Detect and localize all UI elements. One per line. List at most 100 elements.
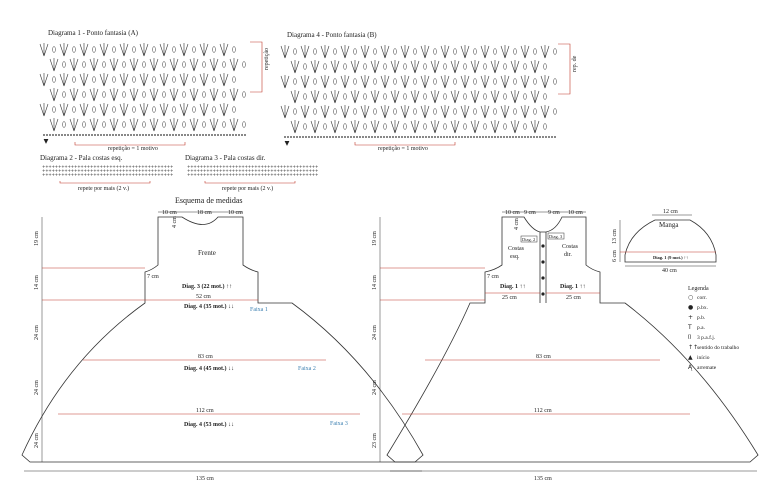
stitch-sc: + xyxy=(100,172,103,177)
stitch-sc: + xyxy=(164,172,167,177)
stitch-cluster xyxy=(493,48,497,55)
stitch-sc: + xyxy=(122,168,125,173)
stitch-cluster xyxy=(403,93,407,100)
stitch-sc: + xyxy=(267,164,270,169)
stitch-sc: + xyxy=(267,168,270,173)
stitch-chain xyxy=(458,136,460,138)
legend-text: início xyxy=(697,355,710,361)
stitch-chain xyxy=(97,134,99,136)
front-armhole: 7 cm xyxy=(147,274,159,280)
stitch-fan xyxy=(380,45,390,59)
stitch-cluster xyxy=(222,91,226,98)
front-diag4c: Diag. 4 (53 mot.) ↓↓ xyxy=(184,421,234,428)
stitch-fan xyxy=(520,45,530,59)
stitch-chain xyxy=(425,136,427,138)
stitch-sc: + xyxy=(135,172,138,177)
stitch-sc: + xyxy=(128,164,131,169)
stitch-fan xyxy=(169,88,179,102)
stitch-sc: + xyxy=(273,168,276,173)
stitch-fan xyxy=(169,58,179,72)
stitch-cluster xyxy=(483,123,487,130)
stitch-chain xyxy=(284,136,286,138)
stitch-chain xyxy=(172,134,174,136)
stitch-sc: + xyxy=(116,168,119,173)
stitch-fan xyxy=(390,120,400,134)
stitch-chain xyxy=(542,136,544,138)
stitch-fan xyxy=(199,73,209,87)
stitch-chain xyxy=(512,136,514,138)
stitch-chain xyxy=(401,136,403,138)
stitch-sc: + xyxy=(235,168,238,173)
stitch-cluster xyxy=(212,46,216,53)
back-side-dim-2: 14 cm xyxy=(372,275,378,290)
stitch-sc: + xyxy=(106,168,109,173)
stitch-fan xyxy=(410,120,420,134)
stitch-fan xyxy=(360,75,370,89)
stitch-sc: + xyxy=(96,168,99,173)
stitch-cluster xyxy=(182,91,186,98)
back-w83: 83 cm xyxy=(536,354,551,360)
stitch-sc: + xyxy=(96,172,99,177)
stitch-sc: + xyxy=(151,164,154,169)
diagram-1-side-bracket xyxy=(250,41,263,93)
back-button-1 xyxy=(541,244,545,248)
stitch-fan xyxy=(340,75,350,89)
stitch-fan xyxy=(119,43,129,57)
stitch-chain xyxy=(58,134,60,136)
stitch-cluster xyxy=(543,93,547,100)
stitch-cluster xyxy=(463,63,467,70)
legend-text: p.bx. xyxy=(697,305,709,311)
stitch-cluster xyxy=(92,76,96,83)
stitch-fan xyxy=(229,118,239,132)
stitch-fan xyxy=(420,45,430,59)
stitch-sc: + xyxy=(103,164,106,169)
stitch-cluster xyxy=(523,63,527,70)
stitch-sc: + xyxy=(315,164,318,169)
back-neck-dim: 4 cm xyxy=(514,218,520,230)
stitch-cluster xyxy=(82,121,86,128)
stitch-cluster xyxy=(423,93,427,100)
diagram-4-side-bracket xyxy=(558,43,571,95)
stitch-cluster xyxy=(483,93,487,100)
stitch-chain xyxy=(446,136,448,138)
stitch-fan xyxy=(280,75,290,89)
stitch-sc: + xyxy=(248,172,251,177)
stitch-chain xyxy=(440,136,442,138)
sleeve-top: 12 cm xyxy=(663,209,678,215)
stitch-sc: + xyxy=(122,172,125,177)
stitch-sc: + xyxy=(90,168,93,173)
stitch-cluster xyxy=(513,108,517,115)
stitch-cluster xyxy=(232,106,236,113)
stitch-sc: + xyxy=(68,164,71,169)
stitch-cluster xyxy=(222,121,226,128)
stitch-chain xyxy=(205,134,207,136)
stitch-chain xyxy=(407,136,409,138)
stitch-cluster xyxy=(102,91,106,98)
stitch-sc: + xyxy=(190,164,193,169)
diagram-2-title: Diagrama 2 - Pala costas esq. xyxy=(40,154,123,162)
stitch-cluster xyxy=(523,123,527,130)
stitch-fan xyxy=(480,75,490,89)
stitch-chain xyxy=(287,136,289,138)
stitch-chain xyxy=(419,136,421,138)
stitch-cluster xyxy=(52,46,56,53)
stitch-chain xyxy=(133,134,135,136)
stitch-cluster xyxy=(293,108,297,115)
stitch-fan xyxy=(540,75,550,89)
stitch-cluster xyxy=(453,48,457,55)
stitch-cluster xyxy=(473,48,477,55)
stitch-sc: + xyxy=(116,172,119,177)
stitch-cluster xyxy=(202,121,206,128)
stitch-sc: + xyxy=(200,164,203,169)
stitch-fan xyxy=(350,60,360,74)
back-diag2-tag-box xyxy=(520,235,538,243)
stitch-cluster xyxy=(533,78,537,85)
stitch-cluster xyxy=(483,63,487,70)
stitch-cluster xyxy=(383,123,387,130)
stitch-fan xyxy=(500,75,510,89)
stitch-sc: + xyxy=(254,172,257,177)
stitch-cluster xyxy=(363,93,367,100)
stitch-sc: + xyxy=(74,168,77,173)
stitch-cluster xyxy=(62,91,66,98)
stitch-cluster xyxy=(303,93,307,100)
